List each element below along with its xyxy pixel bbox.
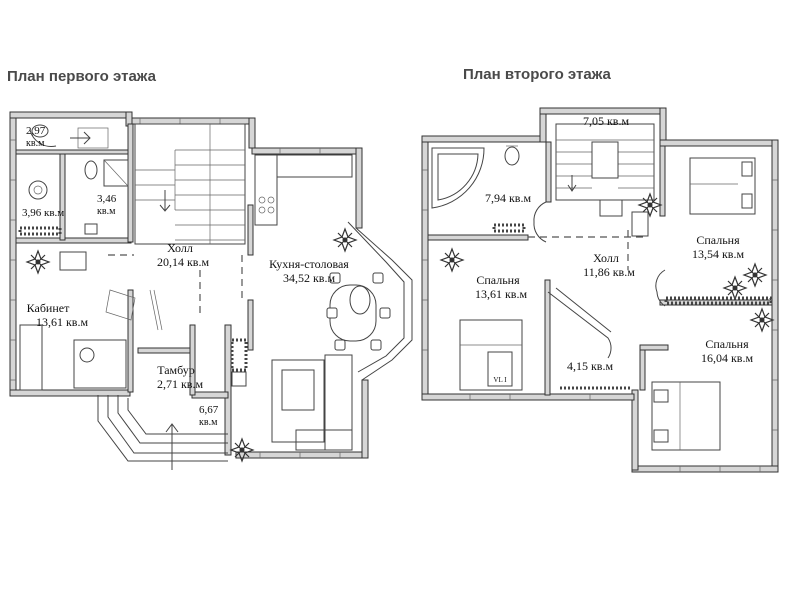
- floor1-plan: [9, 111, 413, 470]
- floor1-openings: [108, 254, 243, 315]
- f2-bath-area: 7,94 кв.м: [485, 191, 531, 205]
- floor1-wall-hatching: [10, 118, 341, 458]
- f1-shower-area: 3,46: [97, 193, 117, 205]
- f1-wc-unit: кв.м: [26, 138, 45, 149]
- floor2-title: План второго этажа: [463, 66, 611, 83]
- f1-bath-area: 3,96 кв.м: [22, 207, 64, 219]
- f2-bed-tag: VL I: [493, 376, 507, 384]
- f1-kitchen-area: 34,52 кв.м: [283, 271, 335, 285]
- floor1-entry-steps: [97, 395, 228, 470]
- f2-bedroom-ne-name: Спальня: [696, 233, 740, 247]
- floor2-plan: [421, 107, 779, 473]
- floor1-staircase: [134, 123, 246, 245]
- floor1-bay-window: [347, 221, 413, 381]
- f1-vestibule-area: 2,71 кв.м: [157, 377, 203, 391]
- f2-bedroom-w-name: Спальня: [476, 273, 520, 287]
- f2-storage-area: 4,15 кв.м: [567, 359, 613, 373]
- f1-wc-area: 2,97: [26, 125, 46, 137]
- f1-hall-area: 20,14 кв.м: [157, 255, 209, 269]
- f1-office-area: 13,61 кв.м: [36, 315, 88, 329]
- f2-bedroom-se-name: Спальня: [705, 337, 749, 351]
- f2-bedroom-ne-area: 13,54 кв.м: [692, 247, 744, 261]
- f1-kitchen-name: Кухня-столовая: [269, 257, 349, 271]
- floor1-wc-fixtures: [18, 124, 129, 236]
- f2-stair-area: 7,05 кв.м: [583, 114, 629, 128]
- floor2-hall-furniture: [528, 193, 666, 359]
- f1-vestibule-name: Тамбур: [157, 363, 195, 377]
- f1-hall-name: Холл: [167, 241, 193, 255]
- f2-hall-area: 11,86 кв.м: [583, 265, 635, 279]
- floor1-walls: [9, 111, 369, 459]
- f2-bedroom-w-area: 13,61 кв.м: [475, 287, 527, 301]
- f1-porch-unit: кв.м: [199, 417, 218, 428]
- f1-shower-unit: кв.м: [97, 206, 116, 217]
- floor2-bedroom-ne-furniture: [664, 157, 773, 305]
- floor1-kitchen-furniture: [230, 154, 391, 462]
- f2-bedroom-se-area: 16,04 кв.м: [701, 351, 753, 365]
- floor2-staircase: [555, 123, 655, 201]
- floor1-living-furniture: [230, 338, 353, 451]
- f2-hall-name: Холл: [593, 251, 619, 265]
- f1-porch-area: 6,67: [199, 404, 219, 416]
- floor1-labels: 2,97 кв.м 3,96 кв.м 3,46 кв.м Холл 20,14…: [22, 125, 349, 428]
- floor2-bath-fixtures: [431, 145, 526, 233]
- floor1-title: План первого этажа: [7, 68, 156, 85]
- floor2-bedroom-w-furniture: [440, 248, 523, 391]
- floor2-bedroom-se-furniture: [651, 308, 774, 451]
- floor2-labels: 7,05 кв.м 7,94 кв.м Спальня 13,54 кв.м С…: [475, 114, 753, 384]
- floor1-office-furniture: [19, 250, 163, 391]
- f1-office-name: Кабинет: [27, 301, 70, 315]
- floor2-wall-hatching: [422, 169, 778, 472]
